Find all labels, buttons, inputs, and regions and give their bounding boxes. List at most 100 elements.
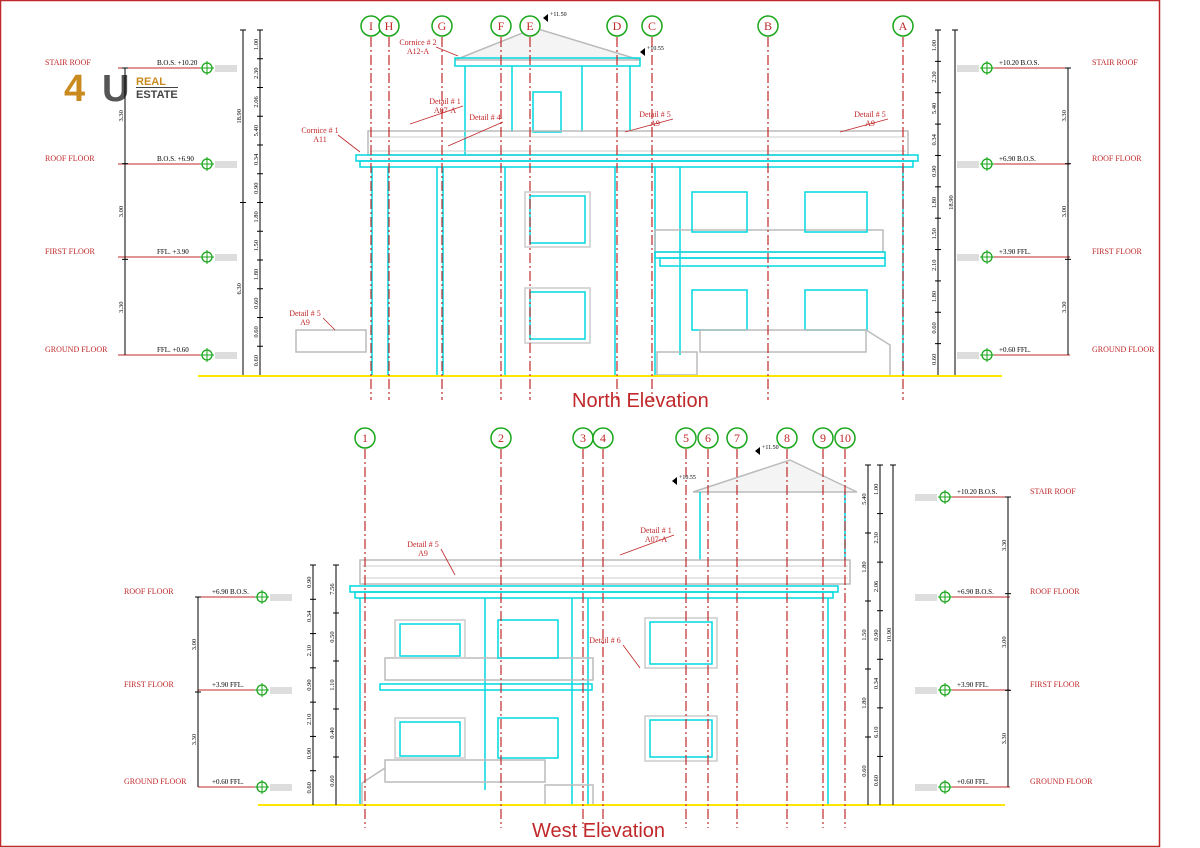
north-far-right-dim-label: 3.30 — [1061, 110, 1068, 121]
west-far-right-dim-label: 3.30 — [1001, 540, 1008, 551]
west-grid-label: 5 — [683, 431, 689, 445]
west-left-inner-dim-label: 0.90 — [306, 679, 313, 690]
north-right-a-dim-label: 0.60 — [931, 354, 938, 365]
west-right-inner-dim-label: 1.80 — [861, 561, 868, 572]
west-right-mid-dim-label: 0.90 — [873, 629, 880, 640]
north-mid-dim-label: 6.30 — [236, 283, 243, 294]
north-right-a-dim-label: 0.90 — [931, 165, 938, 176]
west-left-inner-dim-label: 2.10 — [306, 714, 313, 725]
north-top-mark-arrow — [640, 48, 645, 56]
west-right-mid-dim-label: 2.30 — [873, 532, 880, 543]
sheet-frame — [0, 0, 1161, 848]
west-grid-bubble — [776, 427, 798, 449]
logo-four: 4 — [64, 68, 85, 110]
north-left-level-tag — [215, 161, 237, 168]
north-inner-dim-label: 0.60 — [253, 297, 260, 308]
north-right-level-tag — [957, 254, 979, 261]
west-callout-name: Detail # 1 — [640, 526, 672, 535]
west-left-level-name: FIRST FLOOR — [124, 680, 175, 689]
west-left-mid-dim-label: 0.40 — [329, 727, 336, 738]
north-right-level-name: STAIR ROOF — [1092, 58, 1138, 67]
west-left-outer-dim-label: 3.00 — [191, 639, 198, 650]
north-mid-dim-label: 18.90 — [236, 109, 243, 124]
north-left-level-tag — [215, 352, 237, 359]
west-top-mark-arrow — [755, 447, 760, 455]
north-callout-leader — [435, 46, 459, 57]
north-far-right-dim-label: 3.30 — [1061, 301, 1068, 312]
north-right-a-dim-label: 2.10 — [931, 260, 938, 271]
west-left-level-name: GROUND FLOOR — [124, 777, 187, 786]
north-right-level-mark: +10.20 B.O.S. — [999, 59, 1040, 67]
west-right-inner-dim-label: 0.60 — [861, 765, 868, 776]
west-left-inner-dim-label: 0.34 — [306, 610, 313, 622]
north-grid-bubble — [892, 15, 914, 37]
north-right-level-mark: +3.90 FFL. — [999, 248, 1031, 256]
north-inner-dim-label: 5.40 — [253, 125, 260, 136]
west-left-outer-dim-label: 3.30 — [191, 734, 198, 745]
north-top-mark: +11.50 — [550, 12, 567, 18]
north-left-level-mark: FFL. +0.60 — [157, 346, 189, 354]
west-right-mid-dim-label: 0.34 — [873, 677, 880, 689]
west-right-level-mark: +0.60 FFL. — [957, 778, 989, 786]
north-callout-ref: A9 — [300, 318, 310, 327]
north-top-mark: +10.55 — [647, 46, 664, 52]
north-inner-dim-label: 1.00 — [253, 39, 260, 50]
north-grid-label: C — [648, 19, 656, 33]
north-callout-ref: A11 — [313, 135, 326, 144]
north-callout-ref: A07-A — [434, 106, 456, 115]
west-left-level-tag — [270, 784, 292, 791]
west-right-level-tag — [915, 494, 937, 501]
west-right-level-name: ROOF FLOOR — [1030, 587, 1080, 596]
north-right-a-dim-label: 1.80 — [931, 291, 938, 302]
west-callout-name: Detail # 5 — [407, 540, 439, 549]
west-callout-ref: A07-A — [645, 535, 667, 544]
west-right-mid-dim-label: 1.00 — [873, 484, 880, 495]
west-grid-bubble — [697, 427, 719, 449]
north-left-level-name: STAIR ROOF — [45, 58, 91, 67]
north-right-a-dim-label: 2.30 — [931, 71, 938, 82]
west-grid-label: 7 — [734, 431, 740, 445]
west-left-inner-dim-label: 0.60 — [306, 782, 313, 793]
west-grid-label: 9 — [820, 431, 826, 445]
west-right-inner-dim-label: 1.80 — [861, 697, 868, 708]
west-top-mark-arrow — [672, 477, 677, 485]
west-far-right-dim-label: 3.00 — [1001, 636, 1008, 647]
north-grid-bubble — [519, 15, 541, 37]
north-top-mark-arrow — [543, 14, 548, 22]
north-grid-bubble — [378, 15, 400, 37]
north-inner-dim-label: 1.50 — [253, 240, 260, 251]
north-right-level-name: GROUND FLOOR — [1092, 345, 1155, 354]
north-callout-leader — [447, 121, 504, 147]
north-callout-name: Cornice # 2 — [399, 38, 436, 47]
north-grid-bubble — [757, 15, 779, 37]
north-inner-dim-label: 2.06 — [253, 95, 260, 107]
north-grid-label: A — [899, 19, 908, 33]
west-callout-leader — [622, 644, 641, 669]
west-right-level-name: GROUND FLOOR — [1030, 777, 1093, 786]
west-grid-bubble — [354, 427, 376, 449]
north-grid-label: I — [369, 19, 373, 33]
west-stair-roof — [692, 459, 858, 493]
north-grid-bubble — [490, 15, 512, 37]
west-left-level-mark: +0.60 FFL. — [212, 778, 244, 786]
west-grid-bubble — [592, 427, 614, 449]
west-right-level-tag — [915, 784, 937, 791]
north-callout-name: Detail # 5 — [289, 309, 321, 318]
north-grid-label: B — [764, 19, 772, 33]
north-outer-dim-label: 3.30 — [118, 110, 125, 121]
west-right-inner-dim-label: 1.50 — [861, 629, 868, 640]
logo-real: REAL — [136, 76, 166, 88]
north-inner-dim-label: 1.80 — [253, 269, 260, 280]
west-far-right-dim-label: 3.30 — [1001, 733, 1008, 744]
north-grid-label: D — [613, 19, 622, 33]
north-left-level-tag — [215, 254, 237, 261]
west-top-mark: +11.50 — [762, 445, 779, 451]
west-right-level-tag — [915, 687, 937, 694]
north-callout-leader — [839, 118, 889, 133]
north-inner-dim-label: 0.60 — [253, 326, 260, 337]
north-grid-label: H — [385, 19, 394, 33]
west-grid-label: 10 — [839, 431, 851, 445]
north-right-level-mark: +0.60 FFL. — [999, 346, 1031, 354]
